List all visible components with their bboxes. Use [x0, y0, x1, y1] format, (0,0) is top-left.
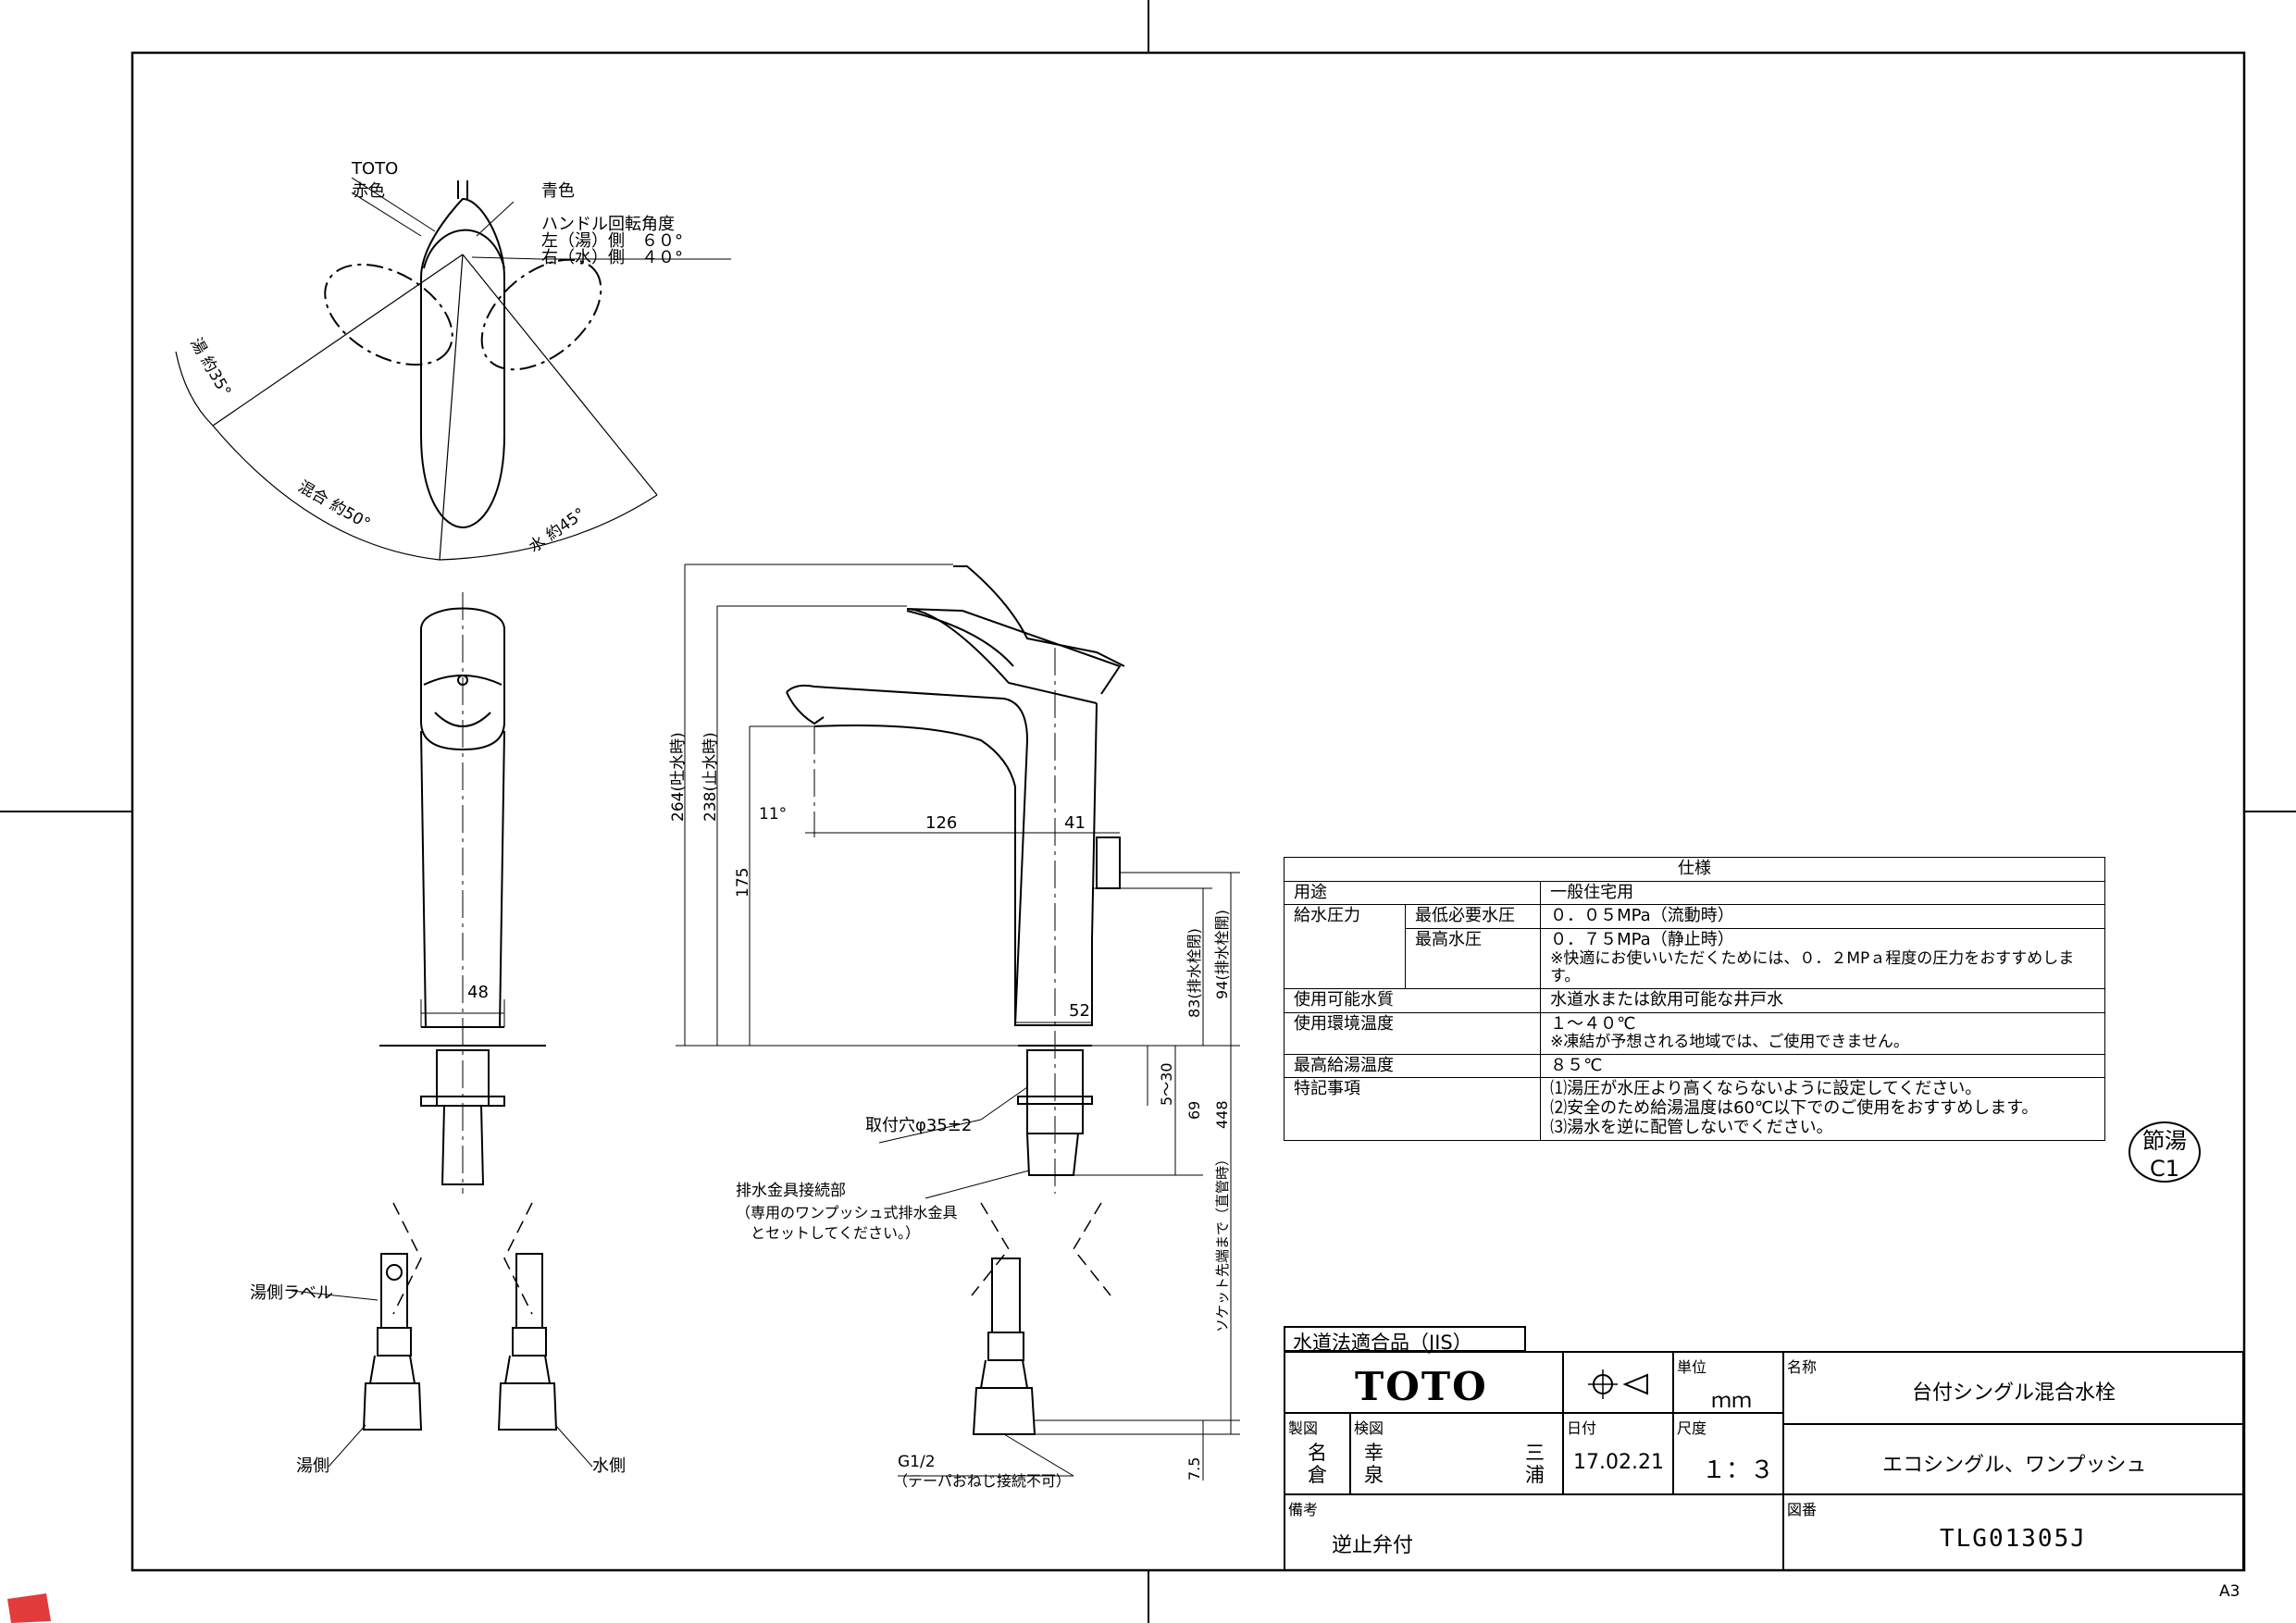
side-view	[676, 564, 1240, 1481]
scale-value: １：３	[1702, 1456, 1775, 1484]
sheet-size-label: A3	[2219, 1582, 2240, 1601]
unit-cell: 単位 ｍｍ	[1672, 1351, 1784, 1414]
spec-max-pressure-value: ０．７５MPa（静止時）	[1550, 930, 1734, 950]
date-label: 日付	[1567, 1419, 1597, 1437]
projection-symbol-cell	[1562, 1351, 1674, 1414]
checked-cell: 検図 幸泉 三浦	[1349, 1412, 1564, 1495]
spec-title: 仕様	[1284, 857, 2105, 882]
top-view	[175, 177, 731, 561]
remarks-label: 備考	[1288, 1501, 1319, 1518]
checked-label: 検図	[1354, 1419, 1384, 1437]
spec-max-pressure-label: 最高水圧	[1404, 928, 1542, 989]
dim-7-5: 7.5	[1185, 1457, 1203, 1481]
dim-48: 48	[467, 983, 489, 1002]
drawing-number-value: TLG01305J	[1940, 1525, 2087, 1553]
dim-11deg: 11°	[759, 805, 787, 824]
dim-52: 52	[1069, 1001, 1090, 1021]
dim-238: 238(止水時)	[701, 732, 720, 822]
projection-symbol-icon	[1588, 1369, 1648, 1399]
remarks-cell: 備考 逆止弁付	[1284, 1493, 1784, 1571]
hot-label-tag: 湯側ラベル	[250, 1283, 333, 1303]
spec-env-label: 使用環境温度	[1283, 1011, 1542, 1055]
dim-83: 83(排水栓閉)	[1185, 928, 1203, 1018]
sub-name-cell: エコシングル、ワンプッシュ	[1782, 1423, 2244, 1495]
socket-note: ソケット先端まで（直管時）	[1214, 1152, 1231, 1332]
mix-angle-label: 混合 約50°	[294, 477, 373, 534]
jis-text: 水道法適合品（JIS）	[1293, 1332, 1472, 1354]
unit-value: ｍｍ	[1711, 1390, 1753, 1413]
unit-label: 単位	[1677, 1358, 1707, 1376]
spec-special-label: 特記事項	[1283, 1077, 1542, 1141]
handle-angle-title: ハンドル回転角度	[541, 215, 675, 234]
drawing-number-label: 図番	[1787, 1501, 1818, 1518]
spec-use-value: 一般住宅用	[1540, 880, 2105, 906]
spec-hot-label: 最高給湯温度	[1283, 1053, 1542, 1079]
handle-angle-left: 左（湯）側 ６０°	[541, 231, 683, 251]
mount-hole-label: 取付穴φ35±2	[865, 1116, 972, 1135]
dim-94: 94(排水栓開)	[1213, 910, 1231, 999]
drawn-cell: 製図 名倉	[1284, 1412, 1351, 1495]
scale-label: 尺度	[1677, 1419, 1707, 1437]
cold-side-label: 水側	[592, 1456, 626, 1476]
spec-special-3: ⑶湯水を逆に配管しないでください。	[1550, 1117, 1833, 1137]
spec-special-1: ⑴湯圧が水圧より高くならないように設定してください。	[1550, 1079, 1982, 1099]
spec-max-pressure-note: ※快適にお使いいただくためには、０．２MPａ程度の圧力をおすすめします。	[1550, 948, 2075, 986]
front-view	[291, 592, 593, 1468]
drain-connection-title: 排水金具接続部	[736, 1182, 846, 1200]
dim-175: 175	[734, 868, 752, 898]
jis-badge: 水道法適合品（JIS）	[1284, 1326, 1526, 1354]
date-cell: 日付 17.02.21	[1562, 1412, 1674, 1495]
spec-min-pressure-label: 最低必要水圧	[1404, 904, 1542, 930]
toto-logo: TOTO	[1355, 1364, 1488, 1409]
dim-69: 69	[1185, 1101, 1203, 1120]
stamp-line-1: 節湯	[2142, 1128, 2187, 1154]
g12-note: （テーパおねじ接続不可）	[893, 1472, 1071, 1490]
spec-special-2: ⑵安全のため給湯温度は60℃以下でのご使用をおすすめします。	[1550, 1098, 2039, 1119]
water-saving-stamp: 節湯 C1	[2128, 1121, 2201, 1183]
date-value: 17.02.21	[1573, 1451, 1664, 1474]
drain-connection-note-1: （専用のワンプッシュ式排水金具	[736, 1204, 958, 1221]
dim-126: 126	[925, 813, 957, 833]
g12-label: G1/2	[898, 1453, 936, 1471]
dim-5-30: 5〜30	[1158, 1062, 1175, 1106]
remarks-value: 逆止弁付	[1332, 1534, 1414, 1557]
handle-angle-right: 右（水）側 ４０°	[541, 248, 683, 267]
red-color-label: 赤色	[352, 181, 385, 201]
spec-env-note: ※凍結が予想される地域では、ご使用できません。	[1550, 1033, 1909, 1052]
drawn-value: 名倉	[1308, 1442, 1327, 1486]
spec-min-pressure-value: ０．０５MPa（流動時）	[1540, 904, 2105, 930]
hot-angle-label: 湯 約35°	[186, 335, 234, 400]
dim-448: 448	[1213, 1100, 1231, 1129]
dim-41: 41	[1064, 813, 1086, 833]
spec-use-label: 用途	[1283, 880, 1542, 906]
name-value: 台付シングル混合水栓	[1912, 1381, 2116, 1405]
logo-cell: TOTO	[1284, 1351, 1564, 1414]
scale-cell: 尺度 １：３	[1672, 1412, 1784, 1495]
corner-logo-icon	[7, 1593, 51, 1623]
spec-water-value: 水道水または飲用可能な井戸水	[1540, 987, 2105, 1013]
approved-value: 三浦	[1525, 1442, 1545, 1486]
blue-color-label: 青色	[541, 181, 575, 201]
spec-pressure-label: 給水圧力	[1284, 904, 1406, 989]
spec-env-value: １〜４０℃	[1550, 1013, 1636, 1034]
sub-name-value: エコシングル、ワンプッシュ	[1882, 1454, 2147, 1477]
drawn-label: 製図	[1288, 1419, 1319, 1437]
drawing-number-cell: 図番 TLG01305J	[1782, 1493, 2244, 1571]
toto-mark-label: TOTO	[351, 159, 398, 179]
name-cell: 名称 台付シングル混合水栓	[1782, 1351, 2244, 1425]
checked-value: 幸泉	[1364, 1442, 1384, 1486]
stamp-line-2: C1	[2149, 1156, 2180, 1182]
drain-connection-note-2: とセットしてください。）	[736, 1224, 920, 1242]
spec-hot-value: ８５℃	[1540, 1053, 2105, 1079]
spec-table: 仕様 用途 一般住宅用 給水圧力 最低必要水圧 ０．０５MPa（流動時） 最高水…	[1283, 857, 2105, 1141]
cold-angle-label: 水 約45°	[526, 504, 589, 556]
dim-264: 264(吐水時)	[669, 732, 688, 822]
spec-water-label: 使用可能水質	[1283, 987, 1542, 1013]
name-label: 名称	[1787, 1358, 1818, 1376]
hot-side-label: 湯側	[296, 1456, 329, 1476]
